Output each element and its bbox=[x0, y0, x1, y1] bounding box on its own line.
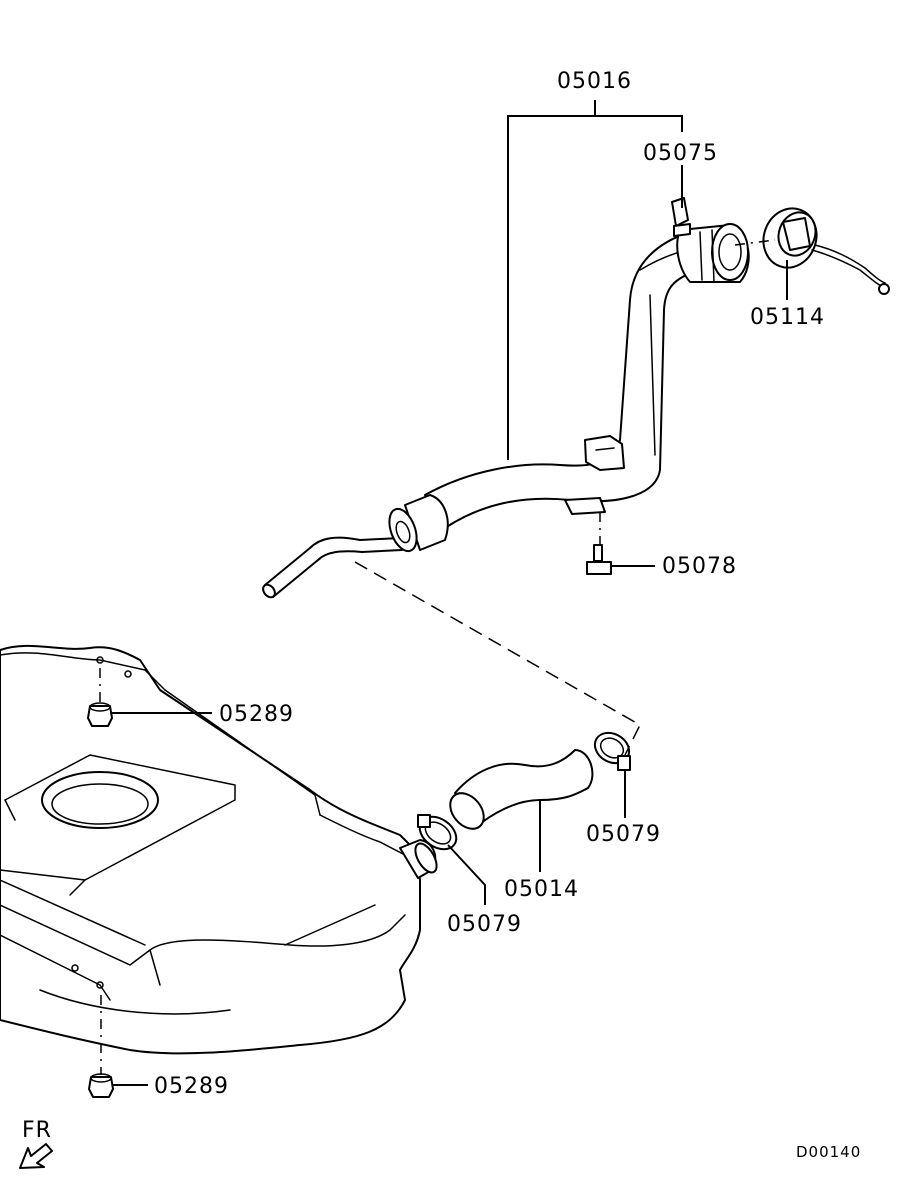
filler-hose bbox=[449, 749, 594, 830]
leader-lines bbox=[110, 100, 788, 1086]
nut-lower-part bbox=[88, 1073, 114, 1098]
label-hose-clamp-right[interactable]: 05079 bbox=[586, 822, 661, 847]
assembly-guide-lines bbox=[99, 239, 776, 1075]
drawing-code: D00140 bbox=[796, 1143, 861, 1161]
label-bolt[interactable]: 05078 bbox=[662, 554, 737, 579]
front-direction-indicator: FR bbox=[19, 1118, 53, 1169]
nut-upper-part bbox=[87, 702, 113, 727]
filler-neck-assembly bbox=[262, 223, 750, 599]
front-arrow-icon bbox=[19, 1143, 53, 1169]
hose-clamp-left-part bbox=[417, 814, 458, 851]
label-fuel-cap[interactable]: 05114 bbox=[750, 305, 825, 330]
fuel-tank bbox=[0, 644, 438, 1055]
label-breather-clip[interactable]: 05075 bbox=[643, 141, 718, 166]
breather-clip-part bbox=[671, 197, 691, 237]
label-filler-hose[interactable]: 05014 bbox=[504, 877, 579, 902]
label-filler-neck-assembly[interactable]: 05016 bbox=[557, 69, 632, 94]
bolt-part bbox=[586, 544, 612, 575]
label-nut-upper[interactable]: 05289 bbox=[219, 702, 294, 727]
fuel-cap bbox=[762, 207, 890, 295]
label-hose-clamp-left[interactable]: 05079 bbox=[447, 912, 522, 937]
front-direction-label: FR bbox=[22, 1118, 52, 1143]
label-nut-lower[interactable]: 05289 bbox=[154, 1074, 229, 1099]
hose-clamp-right-part bbox=[593, 731, 631, 771]
